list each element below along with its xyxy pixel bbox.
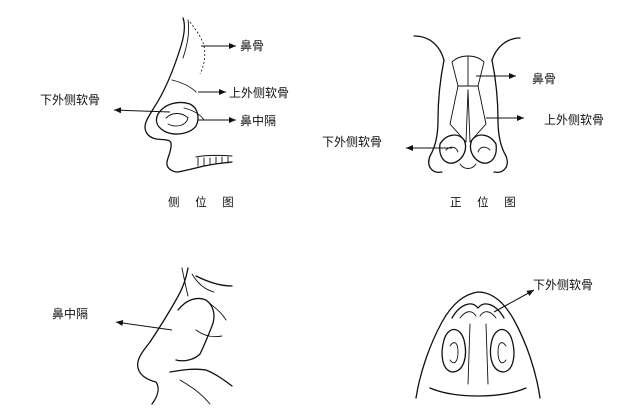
front-view-illustration xyxy=(413,35,521,173)
arrow-septum-view-septum xyxy=(115,320,173,331)
label-lower-lateral-cartilage: 下外侧软骨 xyxy=(40,93,100,107)
label-base-lower-lateral-cartilage: 下外侧软骨 xyxy=(533,278,593,292)
label-septum-view-septum: 鼻中隔 xyxy=(52,306,88,321)
side-view-illustration xyxy=(144,17,233,173)
front-view-panel: 鼻骨 上外侧软骨 下外侧软骨 正 位 图 xyxy=(322,35,604,209)
label-front-nasal-bone: 鼻骨 xyxy=(532,71,556,86)
arrow-base-lower-lateral-cartilage xyxy=(493,289,535,313)
label-front-lower-lateral-cartilage: 下外侧软骨 xyxy=(322,135,382,149)
side-view-panel: 鼻骨 上外侧软骨 下外侧软骨 鼻中隔 侧 位 图 xyxy=(40,17,289,209)
septum-view-panel: 鼻中隔 xyxy=(52,267,233,405)
label-upper-lateral-cartilage: 上外侧软骨 xyxy=(229,86,289,100)
base-view-illustration xyxy=(415,291,541,399)
arrow-lower-lateral-cartilage xyxy=(113,107,171,114)
label-nasal-bone: 鼻骨 xyxy=(240,38,264,53)
label-septum: 鼻中隔 xyxy=(240,113,276,128)
caption-side-view: 侧 位 图 xyxy=(168,195,240,209)
label-front-upper-lateral-cartilage: 上外侧软骨 xyxy=(544,113,604,127)
caption-front-view: 正 位 图 xyxy=(450,195,522,209)
septum-view-illustration xyxy=(136,267,233,405)
base-view-panel: 下外侧软骨 xyxy=(415,278,593,399)
